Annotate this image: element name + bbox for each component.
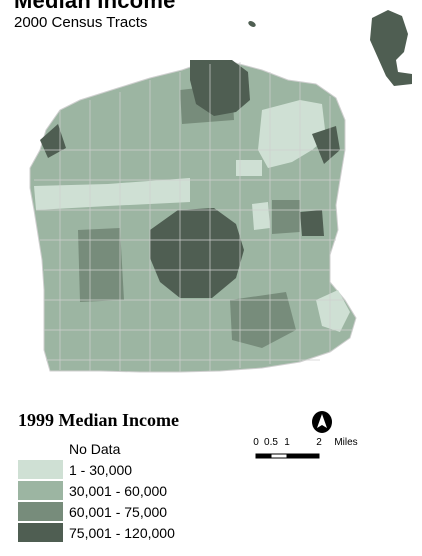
scale-tick-label: 1 [284, 437, 290, 448]
tract-dark-west [40, 124, 66, 158]
legend-swatch [18, 523, 63, 542]
tract-meddark-east [272, 200, 300, 234]
legend-title: 1999 Median Income [18, 410, 179, 430]
legend-label: No Data [69, 440, 121, 457]
legend-label: 75,001 - 120,000 [69, 524, 175, 541]
legend-item: 75,001 - 120,000 [18, 522, 175, 543]
tract-dark-north [190, 60, 250, 116]
legend-label: 1 - 30,000 [69, 461, 133, 478]
tract-dark-east [312, 126, 340, 164]
legend-item: 60,001 - 75,000 [18, 501, 175, 522]
legend-item: No Data [18, 438, 175, 459]
tract-light-mid [252, 202, 270, 230]
tract-light-band [34, 178, 190, 210]
legend-swatch [18, 502, 63, 521]
legend-swatch [18, 460, 63, 479]
tract-meddark-west [78, 228, 124, 302]
island-treasure [370, 10, 412, 86]
legend-item: 30,001 - 60,000 [18, 480, 175, 501]
north-arrow-icon [312, 411, 332, 433]
scale-bar-graphic [255, 453, 320, 459]
city-map [29, 10, 412, 373]
map-title: Median Income [14, 0, 176, 13]
tract-boundaries [34, 62, 352, 372]
scale-unit: Miles [334, 437, 358, 448]
legend: No Data 1 - 30,000 30,001 - 60,000 60,00… [18, 438, 175, 543]
tract-light-ne [258, 100, 326, 168]
tract-dark-center [150, 208, 244, 298]
tract-light-se [316, 290, 350, 332]
tract-dark-mid [300, 210, 324, 236]
scale-tick-label: 2 [316, 437, 322, 448]
map-subtitle: 2000 Census Tracts [14, 14, 148, 31]
legend-label: 30,001 - 60,000 [69, 482, 168, 499]
island-alcatraz [248, 21, 256, 27]
tract-meddark-south [230, 292, 296, 348]
legend-swatch [18, 481, 63, 500]
legend-item: 1 - 30,000 [18, 459, 175, 480]
tract-light-center [236, 160, 262, 176]
scale-tick-label: 0 [253, 437, 259, 448]
legend-label: 60,001 - 75,000 [69, 503, 168, 520]
scale-tick-label: 0.5 [264, 437, 278, 448]
legend-swatch [18, 439, 63, 458]
